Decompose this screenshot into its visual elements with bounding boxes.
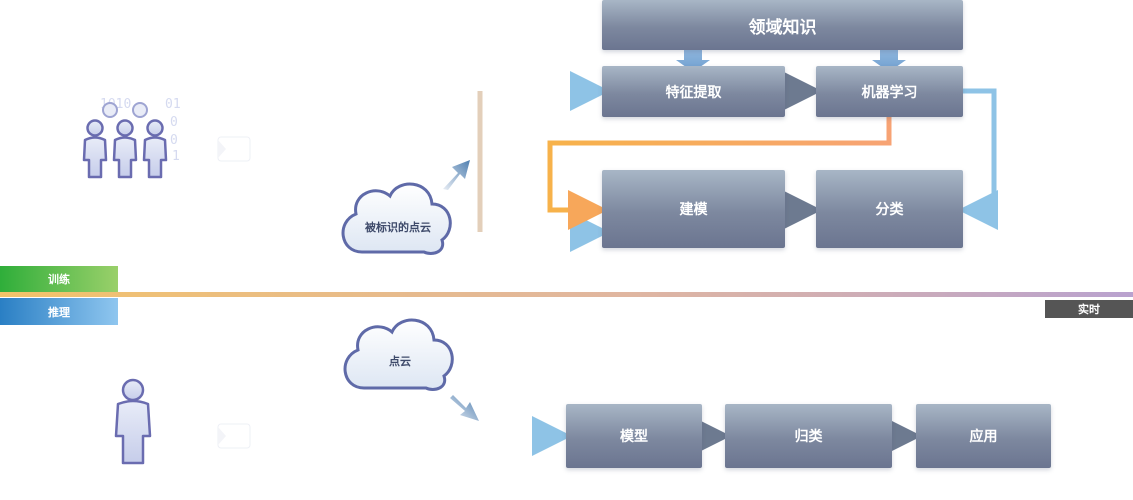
classification-box: 分类 (816, 170, 963, 248)
model-box: 模型 (566, 404, 702, 468)
cloud-icon (343, 318, 454, 391)
branch-connector (477, 71, 610, 252)
timeline-bar (0, 292, 1133, 297)
arrow-ml-to-classification (958, 88, 998, 230)
svg-text:1: 1 (172, 149, 180, 164)
person-icon (114, 378, 152, 465)
svg-text:0: 0 (170, 115, 178, 130)
application-box: 应用 (916, 404, 1051, 468)
labeled-point-cloud-label: 被标识的点云 (365, 221, 431, 234)
realtime-label: 实时 (1078, 303, 1100, 316)
inference-tag (0, 298, 118, 325)
diagonal-down-arrow-icon (450, 395, 479, 421)
training-tag (0, 266, 118, 292)
inference-label: 推理 (48, 305, 70, 319)
feature-extraction-box: 特征提取 (602, 66, 785, 117)
domain-knowledge-box: 领域知识 (602, 0, 963, 50)
down-arrows (676, 50, 906, 72)
point-cloud-label: 点云 (389, 355, 411, 368)
camera-icon (217, 136, 251, 162)
realtime-tag (1045, 300, 1133, 318)
camera-icon-inference (217, 423, 251, 449)
people-group-icon: 1010 01 0 0 1 (82, 97, 181, 179)
labeled-cloud-icon (341, 182, 452, 255)
svg-text:01: 01 (165, 97, 181, 112)
arrow-ml-to-modeling (547, 117, 892, 230)
training-label: 训练 (48, 273, 70, 286)
diagonal-arrow-icon (443, 160, 470, 190)
svg-text:0: 0 (170, 133, 178, 148)
machine-learning-box: 机器学习 (816, 66, 963, 117)
modeling-box: 建模 (602, 170, 785, 248)
categorize-box: 归类 (725, 404, 892, 468)
